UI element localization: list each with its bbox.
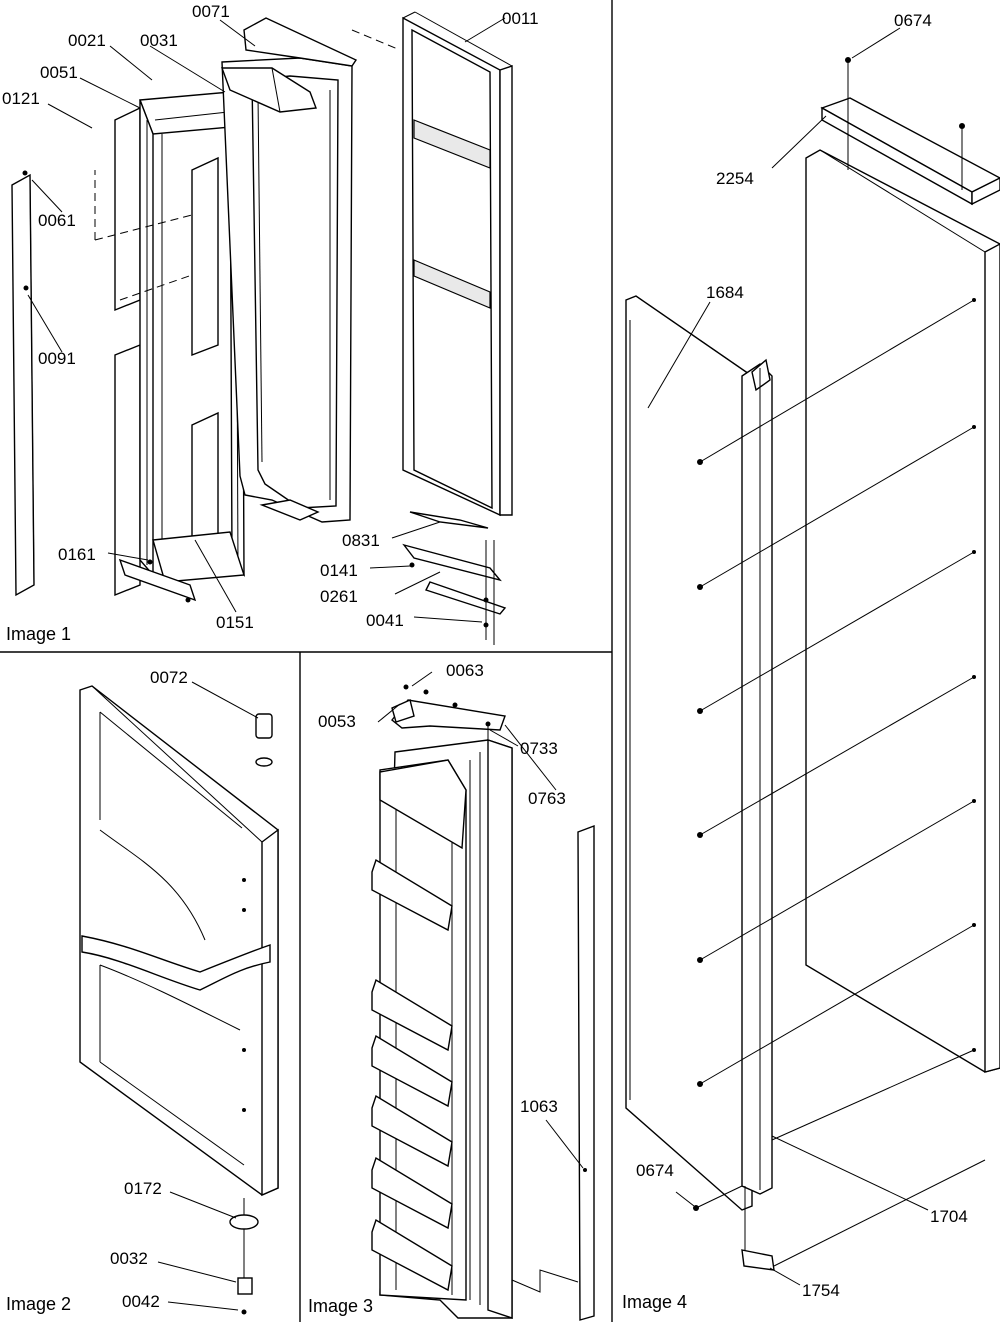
panel-3-drawing xyxy=(371,684,595,1321)
caption-image-2: Image 2 xyxy=(6,1294,71,1314)
callout-label: 0063 xyxy=(446,661,484,680)
callout-labels: 0071 0011 0021 0031 0051 0121 0061 0091 … xyxy=(2,2,968,1311)
caption-image-1: Image 1 xyxy=(6,624,71,644)
callout-label: 1684 xyxy=(706,283,744,302)
caption-image-4: Image 4 xyxy=(622,1292,687,1312)
door-back-panel xyxy=(805,149,1000,1073)
screw-rows xyxy=(697,298,976,1141)
callout-label: 0031 xyxy=(140,31,178,50)
gasket-strip xyxy=(577,824,595,1321)
callout-label: 0831 xyxy=(342,531,380,550)
callout-label: 0151 xyxy=(216,613,254,632)
callout-label: 0733 xyxy=(520,739,558,758)
caption-image-3: Image 3 xyxy=(308,1296,373,1316)
panel-4-drawing xyxy=(625,57,1000,1271)
callout-label: 1754 xyxy=(802,1281,840,1300)
callout-label: 2254 xyxy=(716,169,754,188)
panel-2-leaders xyxy=(157,681,259,1311)
callout-label: 0161 xyxy=(58,545,96,564)
callout-label: 0042 xyxy=(122,1292,160,1311)
callout-label: 0053 xyxy=(318,712,356,731)
callout-label: 0121 xyxy=(2,89,40,108)
callout-label: 0061 xyxy=(38,211,76,230)
door-bins xyxy=(371,858,453,1292)
callout-label: 0032 xyxy=(110,1249,148,1268)
panel-4-leaders xyxy=(647,27,929,1286)
callout-label: 0051 xyxy=(40,63,78,82)
panel-1-drawing xyxy=(11,11,513,645)
callout-label: 0021 xyxy=(68,31,106,50)
callout-label: 0071 xyxy=(192,2,230,21)
callout-label: 0011 xyxy=(502,9,539,28)
callout-label: 0091 xyxy=(38,349,76,368)
panel-captions: Image 1 Image 2 Image 3 Image 4 xyxy=(6,624,687,1316)
panel-2-drawing xyxy=(79,685,279,1315)
callout-label: 0172 xyxy=(124,1179,162,1198)
callout-label: 0261 xyxy=(320,587,358,606)
callout-label: 0072 xyxy=(150,668,188,687)
panel-3-leaders xyxy=(377,671,584,1169)
panel-1-leaders xyxy=(27,17,506,623)
callout-label: 1063 xyxy=(520,1097,558,1116)
callout-label: 0041 xyxy=(366,611,404,630)
callout-label: 0763 xyxy=(528,789,566,808)
callout-label: 0674 xyxy=(894,11,932,30)
callout-label: 1704 xyxy=(930,1207,968,1226)
door-liner-shell xyxy=(625,295,753,1211)
callout-label: 0141 xyxy=(320,561,358,580)
callout-label: 0674 xyxy=(636,1161,674,1180)
